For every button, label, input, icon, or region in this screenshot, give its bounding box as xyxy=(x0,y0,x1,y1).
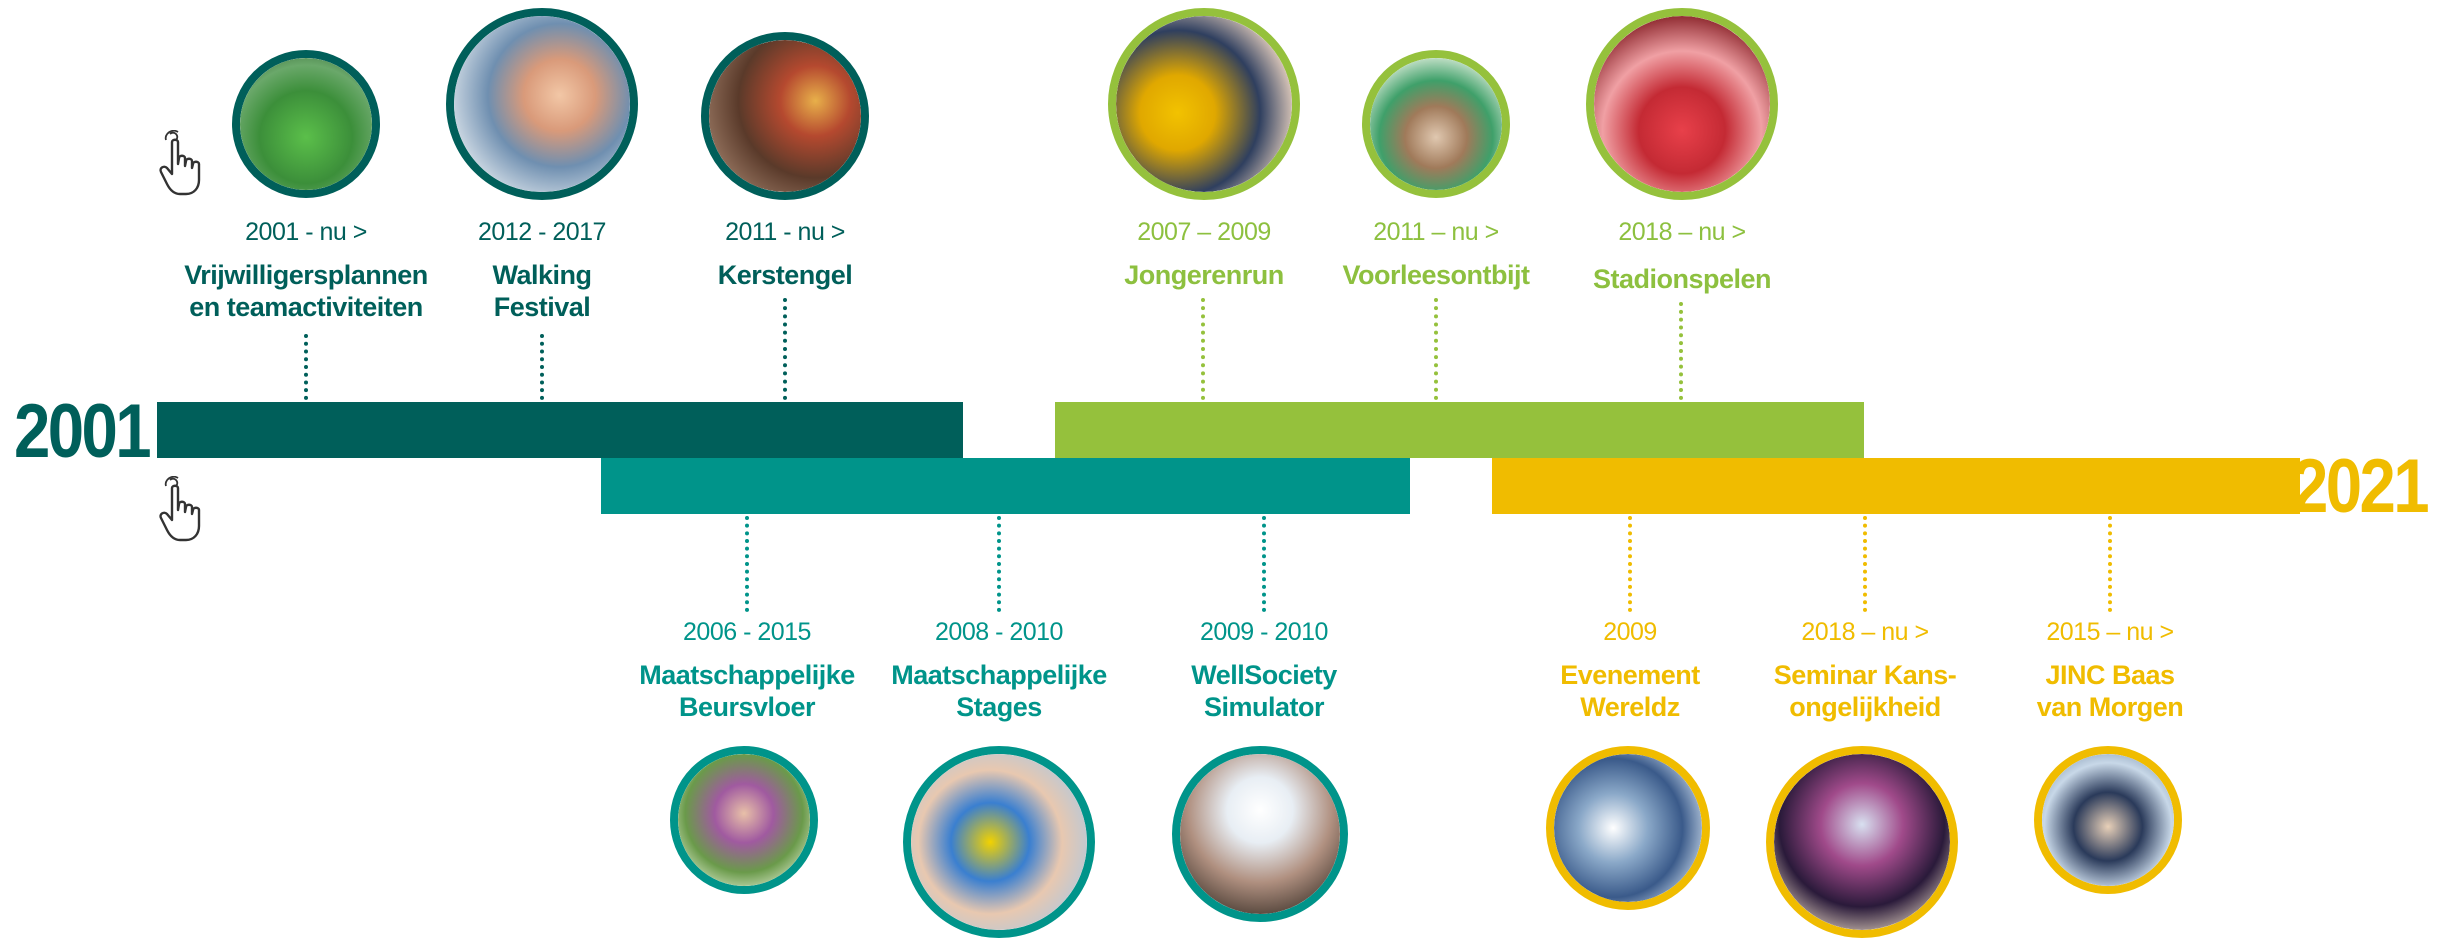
event-photo-beursvloer[interactable] xyxy=(670,746,818,894)
event-photo-seminar[interactable] xyxy=(1766,746,1958,938)
event-dates: 2011 – nu > xyxy=(1373,218,1499,246)
event-photo-stadionspelen[interactable] xyxy=(1586,8,1778,200)
connector-dots xyxy=(304,334,308,400)
start-year-label: 2001 xyxy=(14,389,152,474)
event-dates: 2006 - 2015 xyxy=(683,618,811,646)
event-photo-stages[interactable] xyxy=(903,746,1095,938)
timeline-bar-teal xyxy=(601,458,1410,514)
hand-pointer-icon[interactable] xyxy=(158,130,206,198)
connector-dots xyxy=(997,516,1001,612)
connector-dots xyxy=(1863,516,1867,612)
event-label-seminar: 2018 – nu > Seminar Kans-ongelijkheid xyxy=(1715,618,2015,723)
event-photo-walking-festival[interactable] xyxy=(446,8,638,200)
event-photo-voorleesontbijt[interactable] xyxy=(1362,50,1510,198)
event-dates: 2009 - 2010 xyxy=(1200,618,1328,646)
event-dates: 2001 - nu > xyxy=(245,218,367,246)
event-photo-wereldz[interactable] xyxy=(1546,746,1710,910)
event-dates: 2018 – nu > xyxy=(1801,618,1929,646)
event-title: Voorleesontbijt xyxy=(1342,260,1530,290)
connector-dots xyxy=(1679,302,1683,400)
event-dates: 2012 - 2017 xyxy=(478,218,606,246)
connector-dots xyxy=(745,516,749,612)
event-photo-kerstengel[interactable] xyxy=(701,32,869,200)
hand-pointer-icon[interactable] xyxy=(158,476,206,544)
timeline-bar-yellow xyxy=(1492,458,2300,514)
event-label-voorleesontbijt: 2011 – nu > Voorleesontbijt xyxy=(1286,218,1586,291)
event-title: Stadionspelen xyxy=(1592,264,1772,294)
event-label-kerstengel: 2011 - nu > Kerstengel xyxy=(635,218,935,291)
connector-dots xyxy=(540,334,544,400)
connector-dots xyxy=(1262,516,1266,612)
timeline-bar-dark-teal xyxy=(157,402,963,458)
event-title: Jongerenrun xyxy=(1124,260,1284,290)
event-title: Kerstengel xyxy=(717,260,853,290)
connector-dots xyxy=(2108,516,2112,612)
event-label-stadionspelen: 2018 – nu > Stadionspelen xyxy=(1532,218,1832,295)
connector-dots xyxy=(1628,516,1632,612)
timeline-bar-lime xyxy=(1055,402,1864,458)
event-photo-vrijwilligersplannen[interactable] xyxy=(232,50,380,198)
end-year-label: 2021 xyxy=(2292,444,2430,529)
event-photo-jinc[interactable] xyxy=(2034,746,2182,894)
connector-dots xyxy=(1434,298,1438,400)
event-dates: 2015 – nu > xyxy=(2046,618,2174,646)
event-title: Seminar Kans-ongelijkheid xyxy=(1773,660,1957,722)
event-dates: 2009 xyxy=(1603,618,1657,646)
event-dates: 2018 – nu > xyxy=(1618,218,1746,246)
connector-dots xyxy=(1201,298,1205,400)
event-dates: 2008 - 2010 xyxy=(935,618,1063,646)
event-dates: 2011 - nu > xyxy=(725,218,845,246)
event-photo-wellsociety[interactable] xyxy=(1172,746,1348,922)
connector-dots xyxy=(783,298,787,400)
event-dates: 2007 – 2009 xyxy=(1137,218,1271,246)
event-label-jongerenrun: 2007 – 2009 Jongerenrun xyxy=(1054,218,1354,291)
event-photo-jongerenrun[interactable] xyxy=(1108,8,1300,200)
